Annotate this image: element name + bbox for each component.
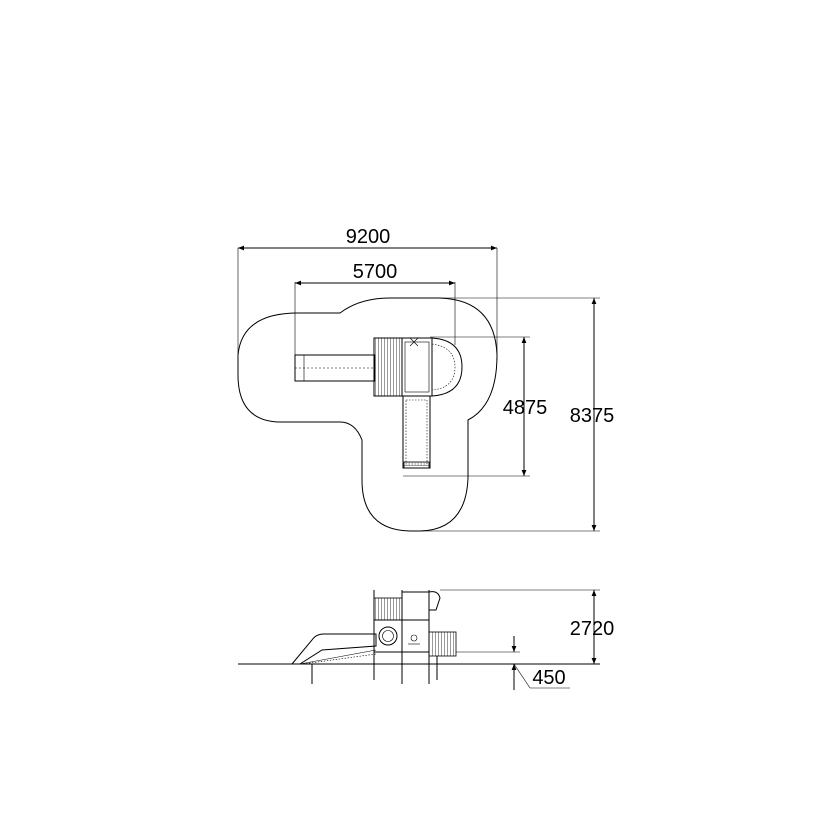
dim-platform-height: 450 <box>532 667 565 689</box>
side-drum <box>428 631 457 680</box>
side-view: 2720 450 <box>238 589 615 690</box>
side-tower <box>373 590 441 684</box>
plan-slide-left <box>294 354 376 382</box>
plan-platform <box>401 337 463 397</box>
dim-inner-width: 5700 <box>353 261 398 283</box>
plan-view: 9200 5700 8375 4875 <box>237 226 615 532</box>
side-slide <box>290 633 377 684</box>
dim-inner-depth: 4875 <box>503 397 548 419</box>
safety-zone-outline <box>237 297 498 532</box>
dim-overall-width: 9200 <box>346 226 391 248</box>
porthole-icon <box>378 626 398 646</box>
plan-slide-down <box>402 395 431 469</box>
dim-overall-depth: 8375 <box>570 405 615 427</box>
plan-tower-panel <box>373 337 403 397</box>
dim-overall-height: 2720 <box>570 618 615 640</box>
